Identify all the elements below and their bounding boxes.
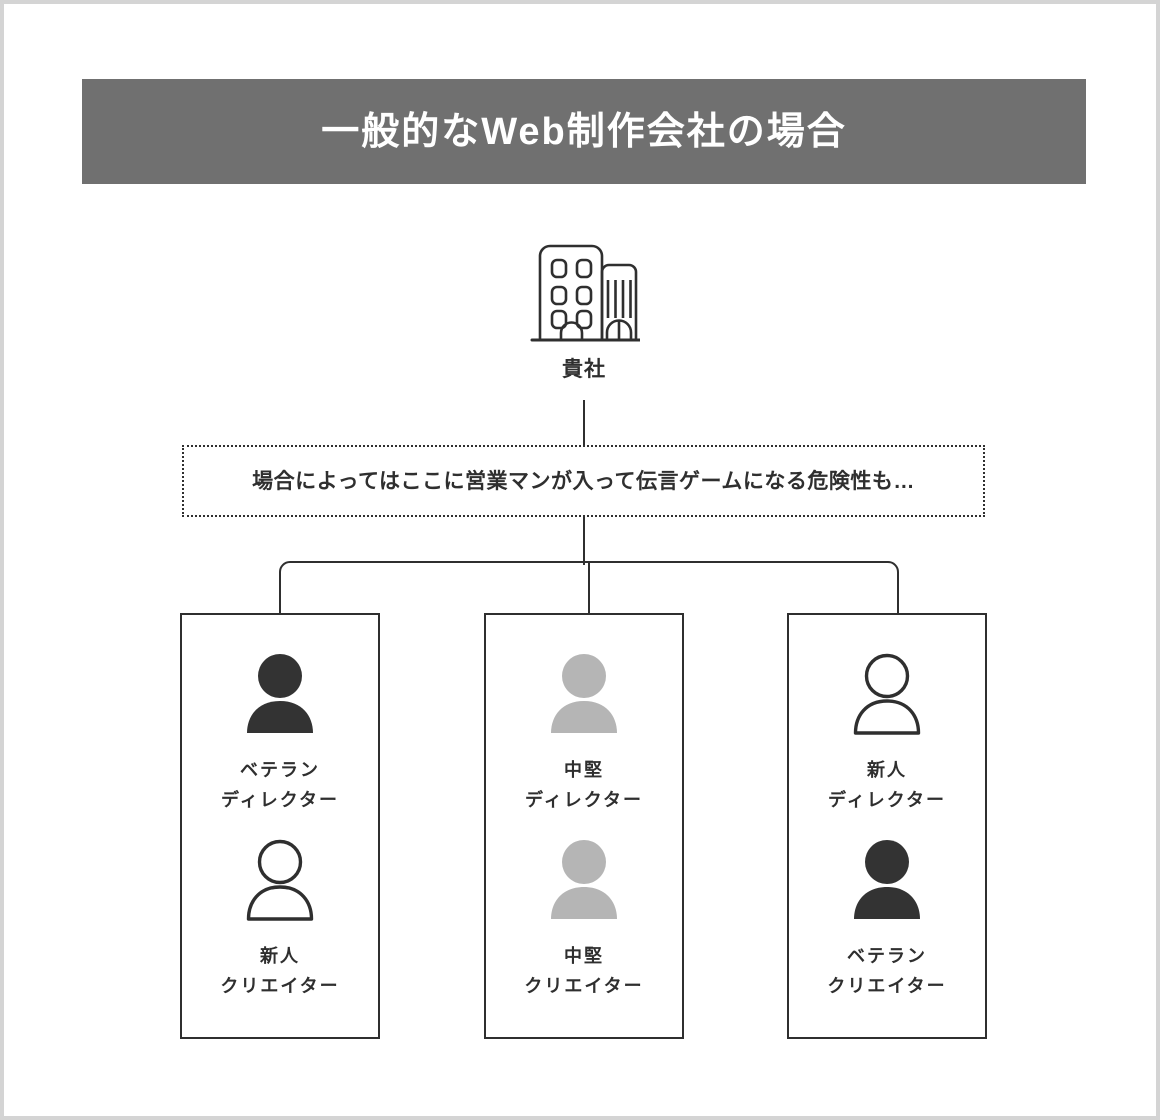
member-rank: 中堅 [564,945,604,966]
member-role: クリエイター [220,975,340,996]
member-slot: 中堅 ディレクター [525,653,643,815]
team-card-1: ベテラン ディレクター 新人 クリエイター [180,613,380,1039]
diagram-page: 一般的なWeb制作会社の場合 [4,4,1156,1116]
warning-note-text: 場合によってはここに営業マンが入って伝言ゲームになる危険性も… [252,469,915,493]
member-role: ディレクター [524,789,644,810]
member-slot: 新人 クリエイター [220,839,339,1001]
member-rank: 新人 [260,945,300,966]
person-outline-icon [848,653,926,742]
member-slot: 新人 ディレクター [828,653,946,815]
member-rank: 中堅 [564,759,604,780]
connector-note-to-bus [583,517,585,565]
team-card-3: 新人 ディレクター ベテラン クリエイター [787,613,987,1039]
member-role: クリエイター [827,975,947,996]
member-rank: 新人 [867,759,907,780]
member-label: ベテラン ディレクター [221,756,339,815]
member-role: ディレクター [220,789,340,810]
member-role: クリエイター [524,975,644,996]
member-label: 中堅 ディレクター [525,756,643,815]
member-label: 新人 ディレクター [828,756,946,815]
member-slot: ベテラン クリエイター [827,839,946,1001]
company-label: 貴社 [562,358,606,381]
warning-note-box: 場合によってはここに営業マンが入って伝言ゲームになる危険性も… [182,445,985,517]
member-label: 中堅 クリエイター [524,942,643,1001]
connector-branch-bus [279,561,899,614]
team-card-2: 中堅 ディレクター 中堅 クリエイター [484,613,684,1039]
member-role: ディレクター [827,789,947,810]
header-bar: 一般的なWeb制作会社の場合 [82,79,1086,184]
connector-company-to-note [583,400,585,446]
member-slot: ベテラン ディレクター [221,653,339,815]
person-solid-gray-icon [545,653,623,742]
person-solid-dark-icon [241,653,319,742]
member-rank: ベテラン [240,759,320,780]
member-rank: ベテラン [847,945,927,966]
person-solid-dark-icon [848,839,926,928]
member-label: 新人 クリエイター [220,942,339,1001]
person-solid-gray-icon [545,839,623,928]
office-building-icon [528,240,642,349]
company-node: 貴社 [504,240,664,380]
member-slot: 中堅 クリエイター [524,839,643,1001]
page-title: 一般的なWeb制作会社の場合 [321,110,847,153]
member-label: ベテラン クリエイター [827,942,946,1001]
person-outline-icon [241,839,319,928]
